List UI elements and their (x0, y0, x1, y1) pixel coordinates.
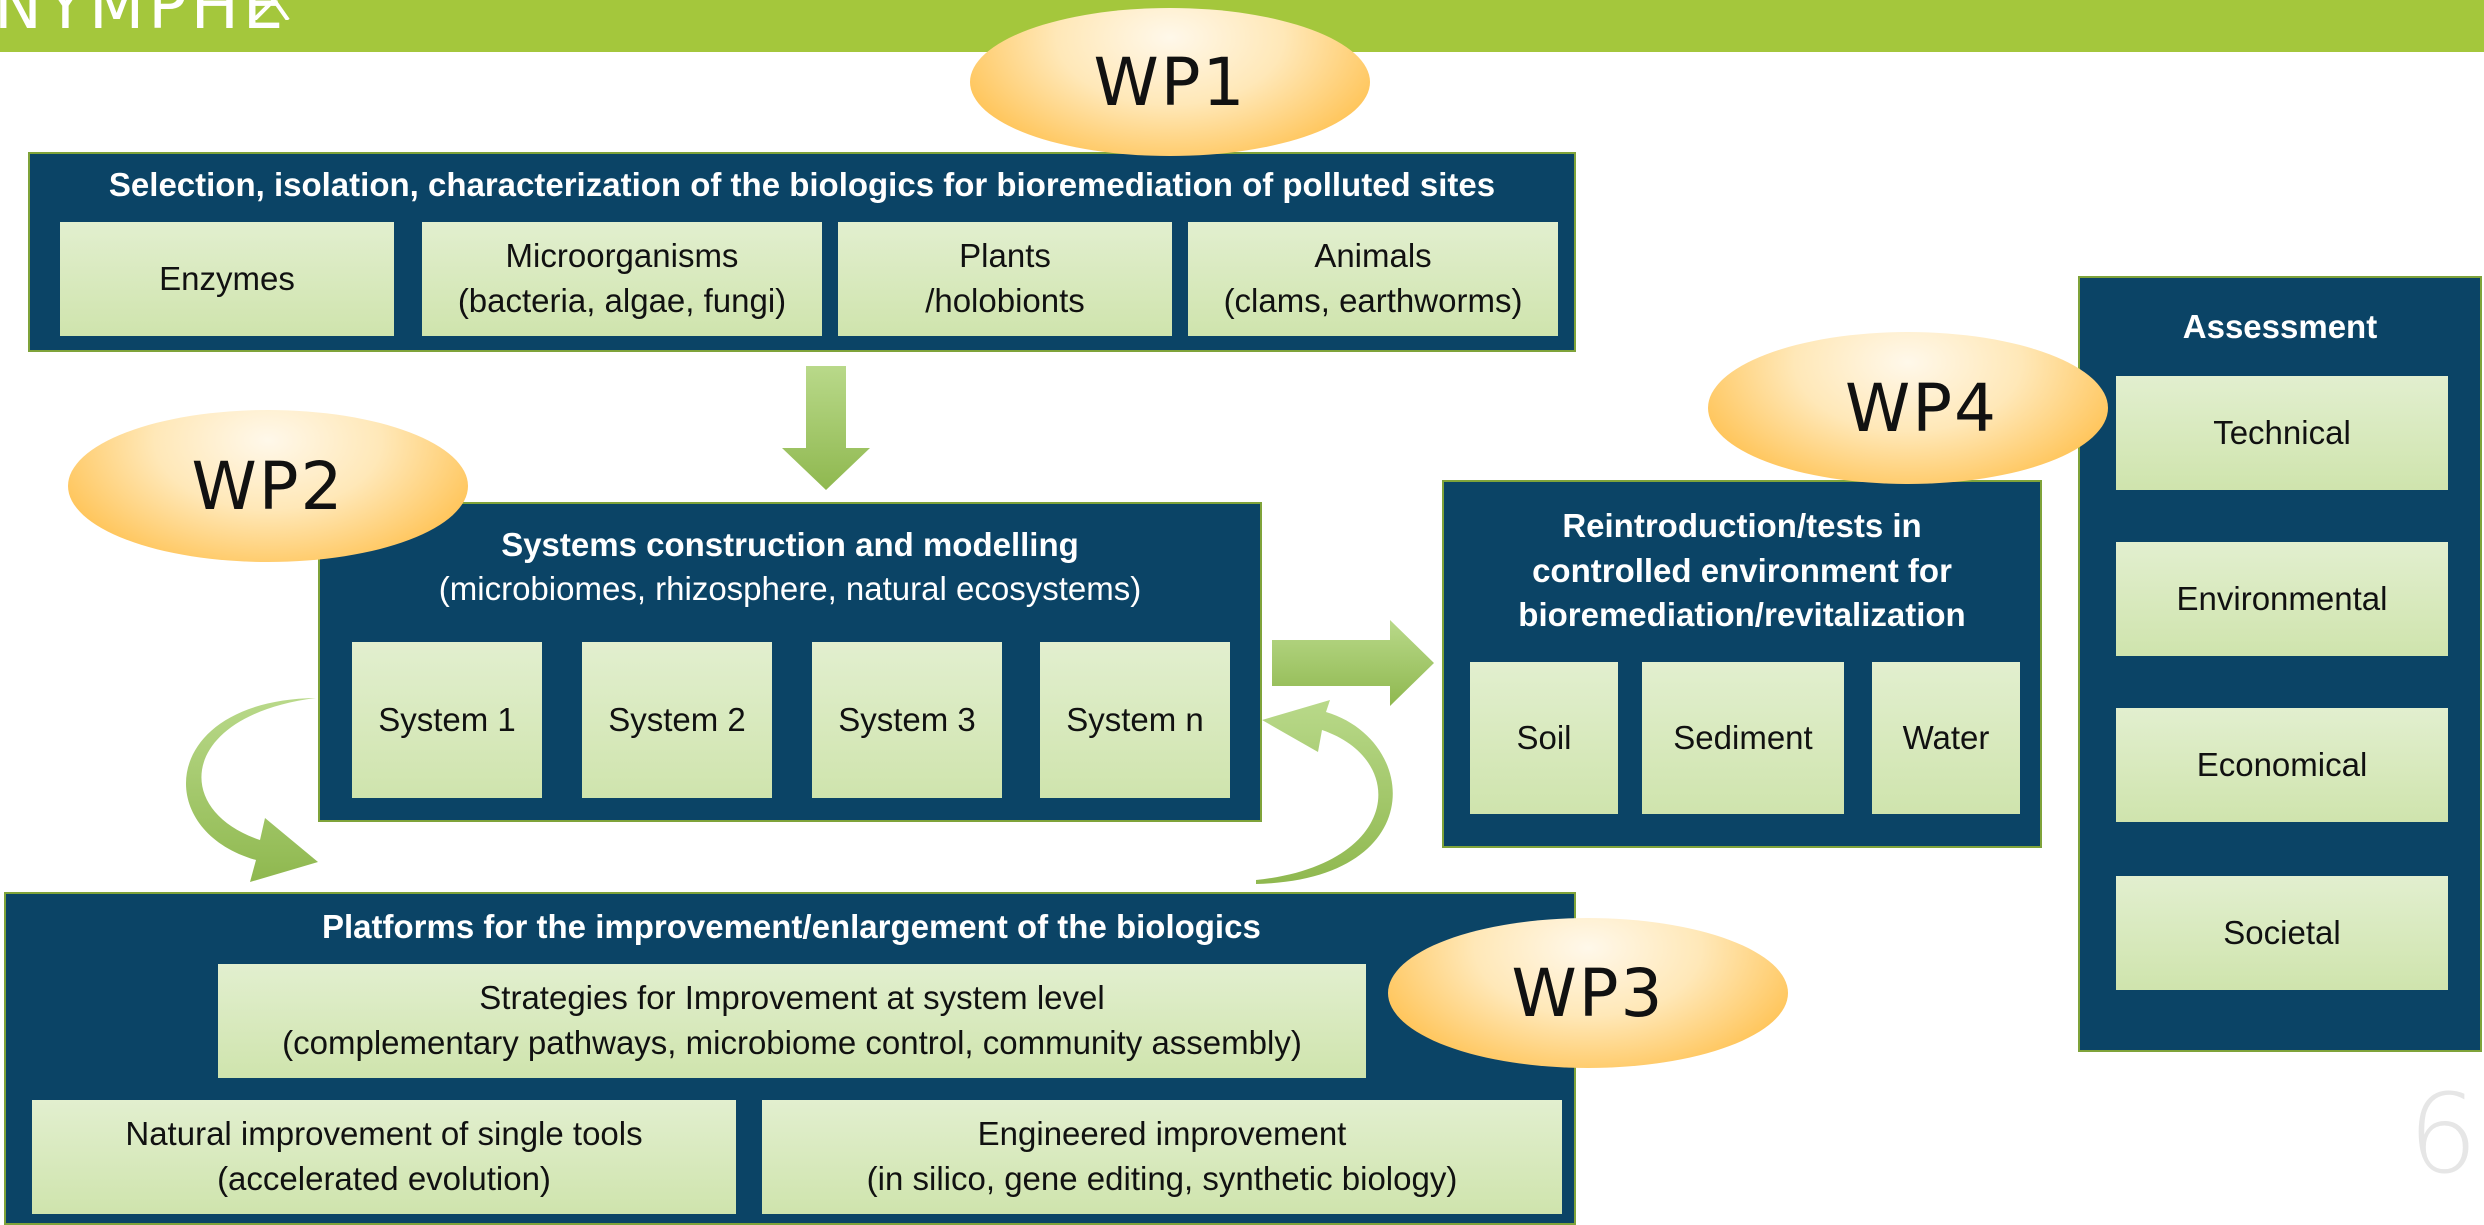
wp2-item-system-n: System n (1040, 642, 1230, 798)
wp2-title: Systems construction and modelling (501, 526, 1079, 563)
wp3-natural-box: Natural improvement of single tools (acc… (32, 1100, 736, 1214)
assessment-panel: Assessment Technical Environmental Econo… (2078, 276, 2482, 1052)
wp1-panel: Selection, isolation, characterization o… (28, 152, 1576, 352)
wp3-panel: Platforms for the improvement/enlargemen… (4, 892, 1576, 1225)
wp4-panel: Reintroduction/tests in controlled envir… (1442, 480, 2042, 848)
wp1-item-plants: Plants /holobionts (838, 222, 1172, 336)
wp2-panel: Systems construction and modelling (micr… (318, 502, 1262, 822)
wp2-item-system-3: System 3 (812, 642, 1002, 798)
assessment-item-environmental: Environmental (2116, 542, 2448, 656)
page-number: 6 (2408, 1070, 2478, 1198)
down-arrow-icon (782, 366, 870, 490)
wp1-item-animals: Animals (clams, earthworms) (1188, 222, 1558, 336)
wp1-item-enzymes: Enzymes (60, 222, 394, 336)
wp4-item-water: Water (1872, 662, 2020, 814)
assessment-item-societal: Societal (2116, 876, 2448, 990)
wp3-engineered-box: Engineered improvement (in silico, gene … (762, 1100, 1562, 1214)
curved-arrow-right-icon (1256, 700, 1393, 884)
curved-arrow-left-icon (185, 698, 318, 882)
wp3-title: Platforms for the improvement/enlargemen… (322, 908, 1261, 945)
wp1-badge: WP1 (970, 8, 1370, 156)
wp4-item-soil: Soil (1470, 662, 1618, 814)
wp2-item-system-1: System 1 (352, 642, 542, 798)
logo-mark-icon (252, 0, 290, 20)
wp1-item-microorganisms: Microorganisms (bacteria, algae, fungi) (422, 222, 822, 336)
wp4-item-sediment: Sediment (1642, 662, 1844, 814)
assessment-item-economical: Economical (2116, 708, 2448, 822)
wp2-subtitle: (microbiomes, rhizosphere, natural ecosy… (438, 570, 1142, 607)
wp4-badge: WP4 (1708, 332, 2108, 484)
right-arrow-icon (1272, 620, 1434, 706)
assessment-item-technical: Technical (2116, 376, 2448, 490)
assessment-title: Assessment (2182, 308, 2378, 345)
wp3-badge: WP3 (1388, 918, 1788, 1068)
wp2-item-system-2: System 2 (582, 642, 772, 798)
wp1-title: Selection, isolation, characterization o… (108, 166, 1496, 203)
wp4-title: Reintroduction/tests in controlled envir… (1518, 507, 1966, 634)
logo: NYMPHE (0, 0, 288, 44)
wp3-strategy-box: Strategies for Improvement at system lev… (218, 964, 1366, 1078)
wp2-badge: WP2 (68, 410, 468, 562)
